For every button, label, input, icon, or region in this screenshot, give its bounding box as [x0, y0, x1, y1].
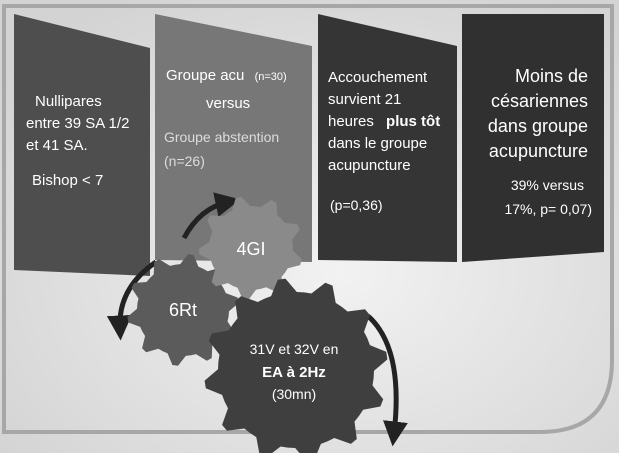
panel-1-line-3: et 41 SA.	[26, 137, 88, 154]
gear-small-label: 4GI	[236, 239, 265, 259]
panel-3-hours: heures	[328, 113, 374, 130]
panel-4-line-6: 17%, p= 0,07)	[504, 201, 592, 217]
panel-1-shape	[14, 14, 150, 276]
panel-3-line-3: heures plus tôt	[328, 113, 440, 130]
panel-3-shape	[318, 14, 457, 262]
panel-2-line-3: Groupe abstention	[164, 129, 279, 145]
panel-2-line-2: versus	[206, 95, 250, 112]
slide-frame	[2, 4, 614, 434]
arrow-upper-curve	[181, 192, 241, 240]
panel-3-line-6: (p=0,36)	[330, 197, 383, 213]
panel-4-shape	[462, 14, 604, 262]
panel-1-line-4: Bishop < 7	[32, 172, 103, 189]
panel-3-line-5: acupuncture	[328, 157, 411, 174]
arrow-left-curve	[106, 259, 158, 341]
panel-3-earlier: plus tôt	[386, 113, 440, 130]
gear-medium-label: 6Rt	[169, 300, 197, 320]
panel-4-line-4: acupuncture	[489, 141, 588, 161]
gear-large-shape	[204, 278, 388, 453]
panel-2-shape	[155, 14, 312, 262]
panel-4-line-3: dans groupe	[488, 116, 588, 136]
panel-2-group-count: (n=30)	[255, 71, 287, 83]
gear-large-line-3: (30mn)	[272, 386, 316, 402]
arrow-right-curve	[366, 314, 408, 447]
panel-2-line-1: Groupe acu (n=30)	[166, 67, 287, 84]
panel-4-line-5: 39% versus	[511, 177, 584, 193]
panel-1-line-2: entre 39 SA 1/2	[26, 115, 129, 132]
panel-1: Nullipares entre 39 SA 1/2 et 41 SA. Bis…	[14, 14, 150, 276]
panel-3: Accouchement survient 21 heures plus tôt…	[318, 14, 457, 262]
gear-large-line-1: 31V et 32V en	[250, 341, 339, 357]
gear-large-line-2: EA à 2Hz	[262, 364, 326, 381]
panel-3-line-4: dans le groupe	[328, 135, 427, 152]
gear-small: 4GI	[199, 196, 302, 300]
gear-small-shape	[199, 196, 302, 300]
panel-3-line-1: Accouchement	[328, 69, 428, 86]
panel-1-line-1: Nullipares	[35, 93, 102, 110]
panel-2: Groupe acu (n=30) versus Groupe abstenti…	[155, 14, 312, 262]
panel-4-line-1: Moins de	[515, 66, 588, 86]
gear-large: 31V et 32V en EA à 2Hz (30mn)	[204, 278, 388, 453]
panel-2-group-label: Groupe acu	[166, 67, 244, 84]
panel-3-line-2: survient 21	[328, 91, 401, 108]
panel-4-line-2: césariennes	[491, 91, 588, 111]
panel-4: Moins de césariennes dans groupe acupunc…	[462, 14, 604, 262]
panel-2-line-4: (n=26)	[164, 153, 205, 169]
